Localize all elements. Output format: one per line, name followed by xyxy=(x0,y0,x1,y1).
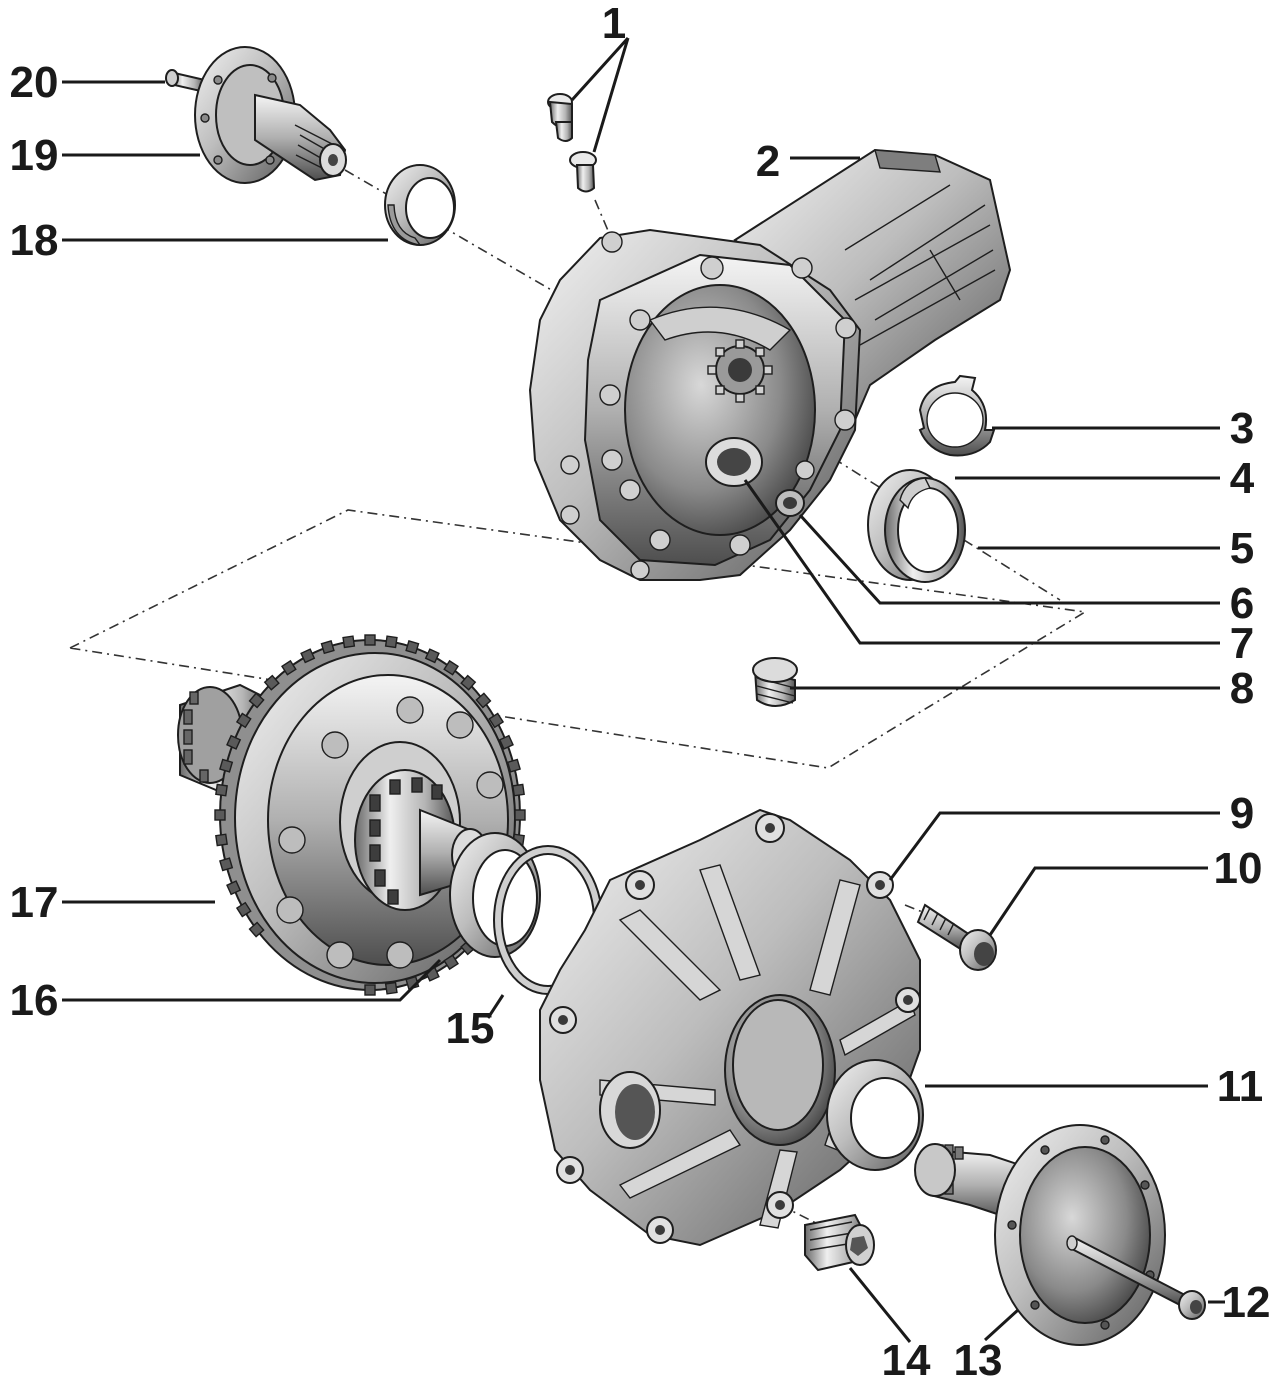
callout-11: 11 xyxy=(1217,1062,1264,1111)
drain-plug-14 xyxy=(804,1213,875,1272)
ring-gear-tooth xyxy=(405,640,420,655)
ring-gear-tooth xyxy=(460,674,477,691)
ring-gear-tooth xyxy=(248,692,265,709)
ring-gear-tooth xyxy=(226,734,242,750)
ring-gear-tooth xyxy=(364,634,376,646)
plug-8 xyxy=(752,657,798,707)
ring-gear-tooth xyxy=(443,954,459,971)
callout-17: 17 xyxy=(10,878,59,927)
ring-gear-teeth xyxy=(214,634,526,996)
housing-bolt-bosses xyxy=(560,231,857,580)
output-flange-13 xyxy=(914,1124,1166,1346)
ring-gear-tooth xyxy=(506,758,521,773)
callout-13: 13 xyxy=(954,1336,1003,1382)
output-flange-shaft-19 xyxy=(165,46,347,184)
ring-gear-tooth xyxy=(384,981,398,995)
ring-gear-tooth xyxy=(498,734,514,750)
callout-20: 20 xyxy=(10,58,59,107)
ring-gear-tooth xyxy=(226,880,242,896)
callout-9: 9 xyxy=(1230,789,1254,838)
callout-3: 3 xyxy=(1230,404,1254,453)
bolt-10 xyxy=(916,903,997,971)
ring-gear-tooth xyxy=(219,857,234,872)
bearing-races-4-5 xyxy=(867,469,966,583)
seal-11 xyxy=(826,1059,924,1171)
ring-gear-tooth xyxy=(424,648,440,664)
plugs-part-1 xyxy=(547,93,597,193)
callout-5: 5 xyxy=(1230,524,1254,573)
callout-16: 16 xyxy=(10,976,59,1025)
callout-7: 7 xyxy=(1230,619,1254,668)
callout-18: 18 xyxy=(10,216,59,265)
leader-lines xyxy=(62,36,1225,1343)
ring-gear-tooth xyxy=(248,921,265,938)
ring-gear-tooth xyxy=(488,712,505,729)
callout-15: 15 xyxy=(446,1004,495,1053)
ring-gear-tooth xyxy=(475,692,492,709)
ring-gear-tooth xyxy=(219,758,234,773)
differential-assembly-17 xyxy=(177,634,526,996)
ring-gear-tooth xyxy=(235,901,252,918)
callout-14: 14 xyxy=(882,1336,931,1382)
ring-gear-tooth xyxy=(235,712,252,729)
ring-gear-tooth xyxy=(342,635,356,649)
callout-8: 8 xyxy=(1230,664,1254,713)
ring-gear-tooth xyxy=(512,783,525,797)
seal-ring-18 xyxy=(384,164,456,246)
callout-2: 2 xyxy=(756,137,780,186)
bolt-12 xyxy=(1066,1235,1206,1320)
ring-gear-tooth xyxy=(514,809,526,821)
callout-1: 1 xyxy=(602,0,626,48)
ring-gear-tooth xyxy=(443,659,459,676)
ring-gear-tooth xyxy=(215,783,228,797)
ring-gear-tooth xyxy=(281,659,297,676)
ring-gear-tooth xyxy=(320,640,335,655)
gearbox-housing xyxy=(528,148,1012,581)
ring-gear-tooth xyxy=(364,984,376,996)
ring-gear-tooth xyxy=(300,648,316,664)
callout-12: 12 xyxy=(1222,1278,1271,1327)
pinion-gear-teeth xyxy=(707,339,773,403)
lock-ring-3 xyxy=(918,374,996,457)
ring-gear-tooth xyxy=(215,833,228,847)
ring-gear-tooth xyxy=(384,635,398,649)
callout-10: 10 xyxy=(1214,844,1263,893)
callout-6: 6 xyxy=(1230,579,1254,628)
callout-labels: 1 2 3 4 5 6 7 8 9 10 11 12 13 14 15 16 1… xyxy=(10,0,1271,1382)
callout-4: 4 xyxy=(1230,454,1255,503)
callout-19: 19 xyxy=(10,131,59,180)
side-cover-9 xyxy=(539,808,921,1247)
ring-gear-tooth xyxy=(214,809,226,821)
ring-gear-tooth xyxy=(263,674,280,691)
